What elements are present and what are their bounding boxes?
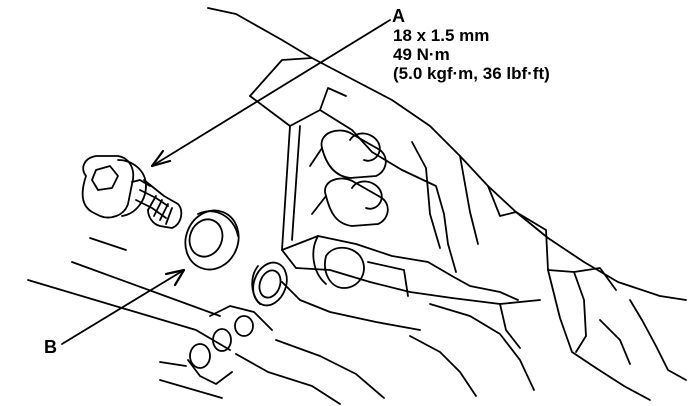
callout-a-letter: A — [392, 6, 405, 26]
callout-b-leader — [61, 268, 186, 345]
drain-plug — [81, 155, 183, 229]
torque-nm-label: 49 N·m — [393, 45, 450, 64]
torque-alt-label: (5.0 kgf·m, 36 lbf·ft) — [393, 64, 550, 83]
callout-a-leader — [150, 19, 391, 168]
mounting-bracket — [281, 235, 541, 349]
case-edge-lines — [27, 237, 535, 405]
drain-hole — [251, 261, 288, 307]
sealing-washer — [184, 209, 240, 271]
callout-b-letter: B — [44, 337, 57, 357]
lower-bosses — [159, 305, 273, 385]
case-ribs — [309, 129, 389, 227]
transmission-case — [207, 7, 687, 401]
bolt-size-label: 18 x 1.5 mm — [393, 26, 490, 45]
callout-a-spec: 18 x 1.5 mm 49 N·m (5.0 kgf·m, 36 lbf·ft… — [393, 26, 550, 83]
